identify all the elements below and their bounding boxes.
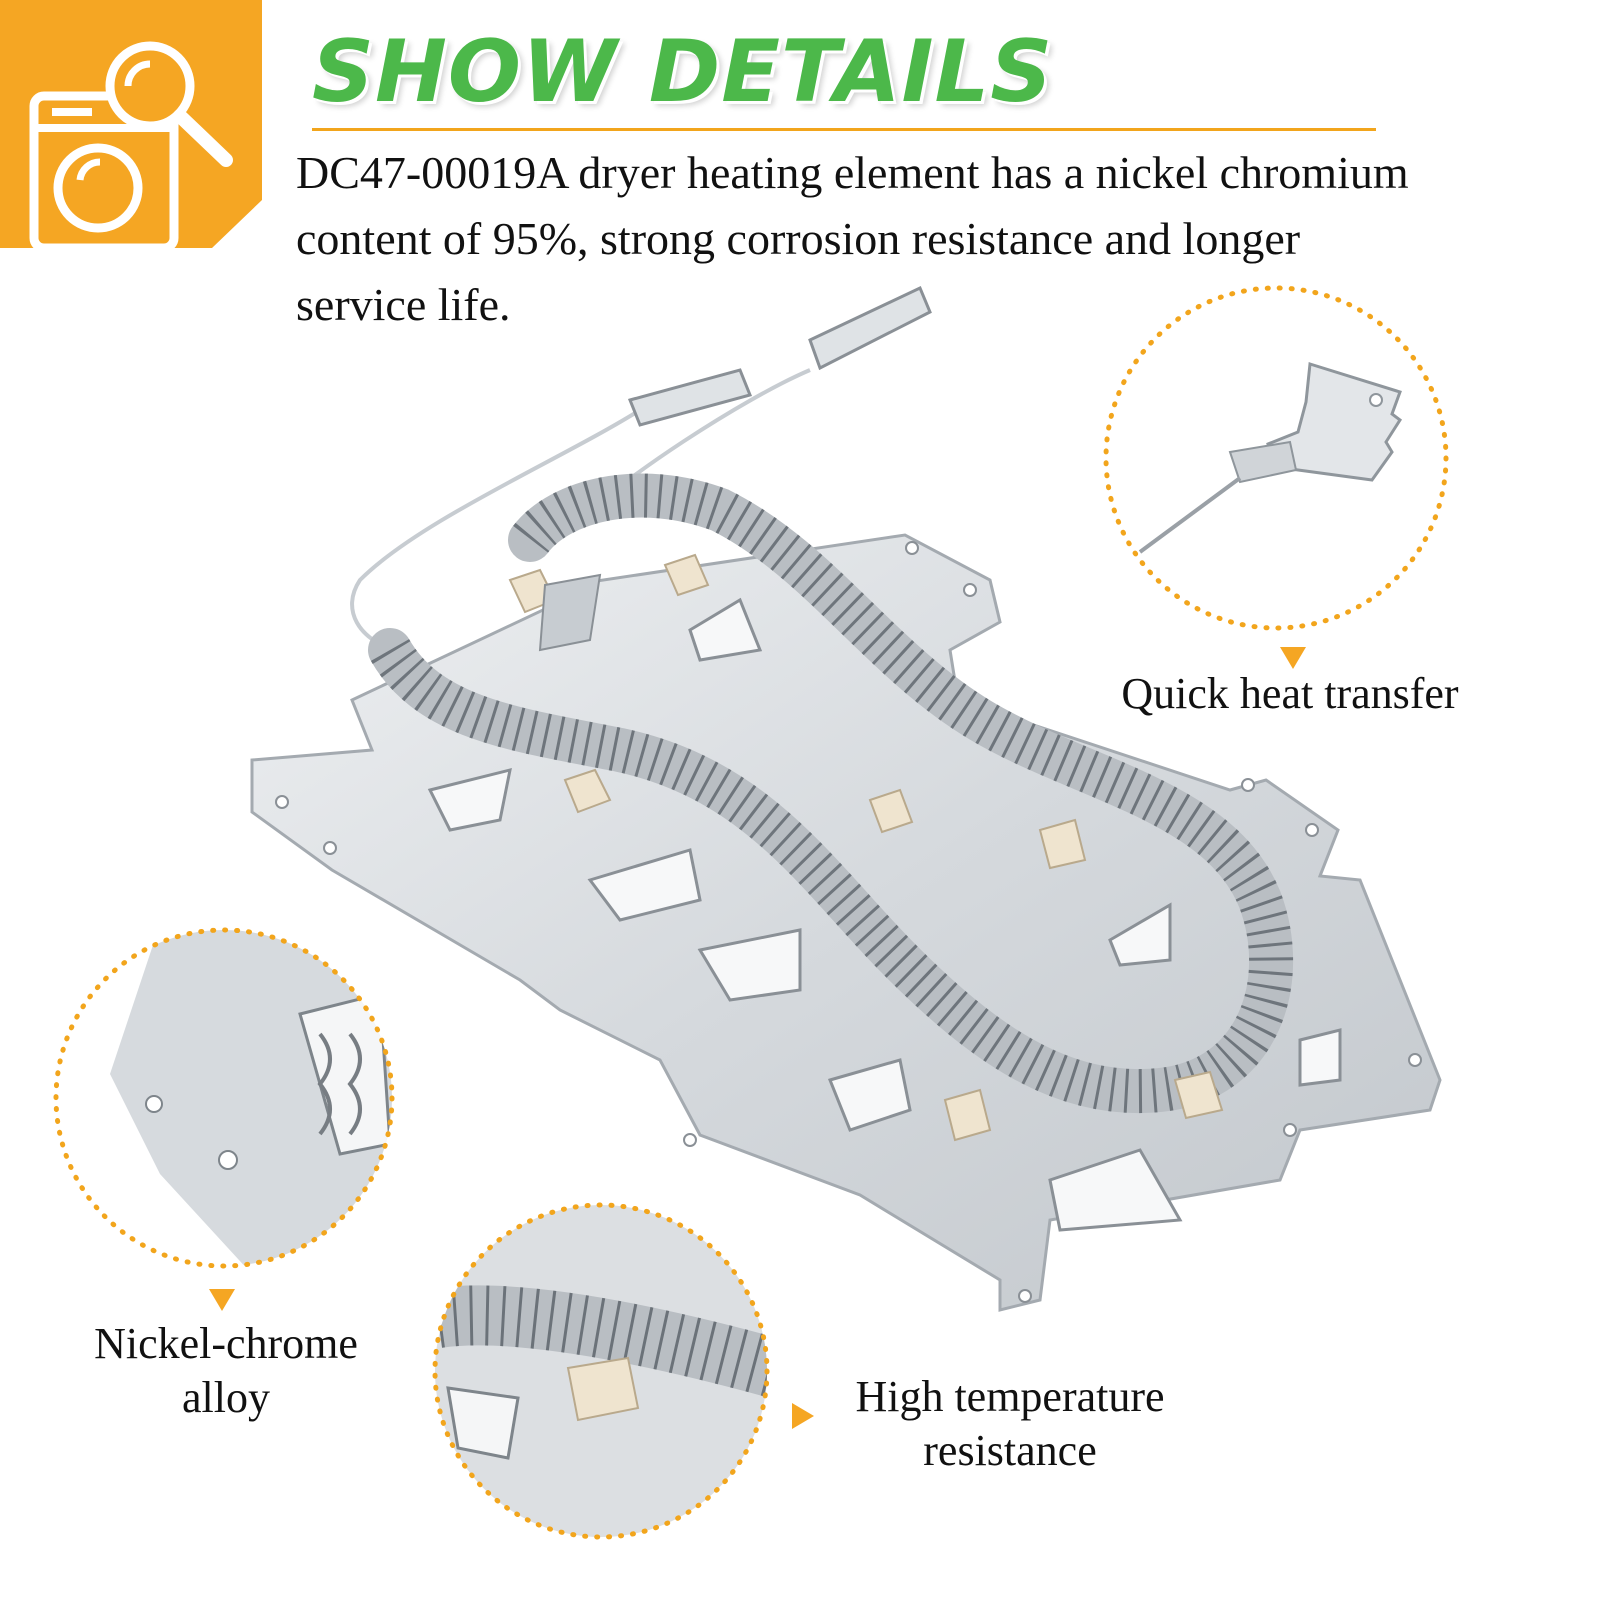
callout-high-temperature-resistance: High temperature resistance bbox=[855, 1372, 1165, 1475]
triangle-down-icon bbox=[209, 1289, 235, 1311]
page-title: SHOW DETAILS bbox=[312, 22, 1054, 122]
callout-quick-heat-transfer: Quick heat transfer bbox=[1121, 669, 1459, 718]
plate-zoom bbox=[53, 927, 395, 1269]
product-description: DC47-00019A dryer heating element has a … bbox=[296, 147, 1409, 330]
triangle-right-icon bbox=[792, 1403, 814, 1429]
title-divider bbox=[312, 128, 1376, 131]
terminal-zoom bbox=[1103, 285, 1449, 631]
coil-zoom bbox=[432, 1202, 770, 1540]
dryer-magnifier-icon bbox=[0, 0, 262, 248]
triangle-down-icon bbox=[1280, 647, 1306, 669]
callout-nickel-chrome-alloy: Nickel-chrome alloy bbox=[94, 1319, 358, 1422]
spade-terminal-icon bbox=[1138, 362, 1403, 554]
